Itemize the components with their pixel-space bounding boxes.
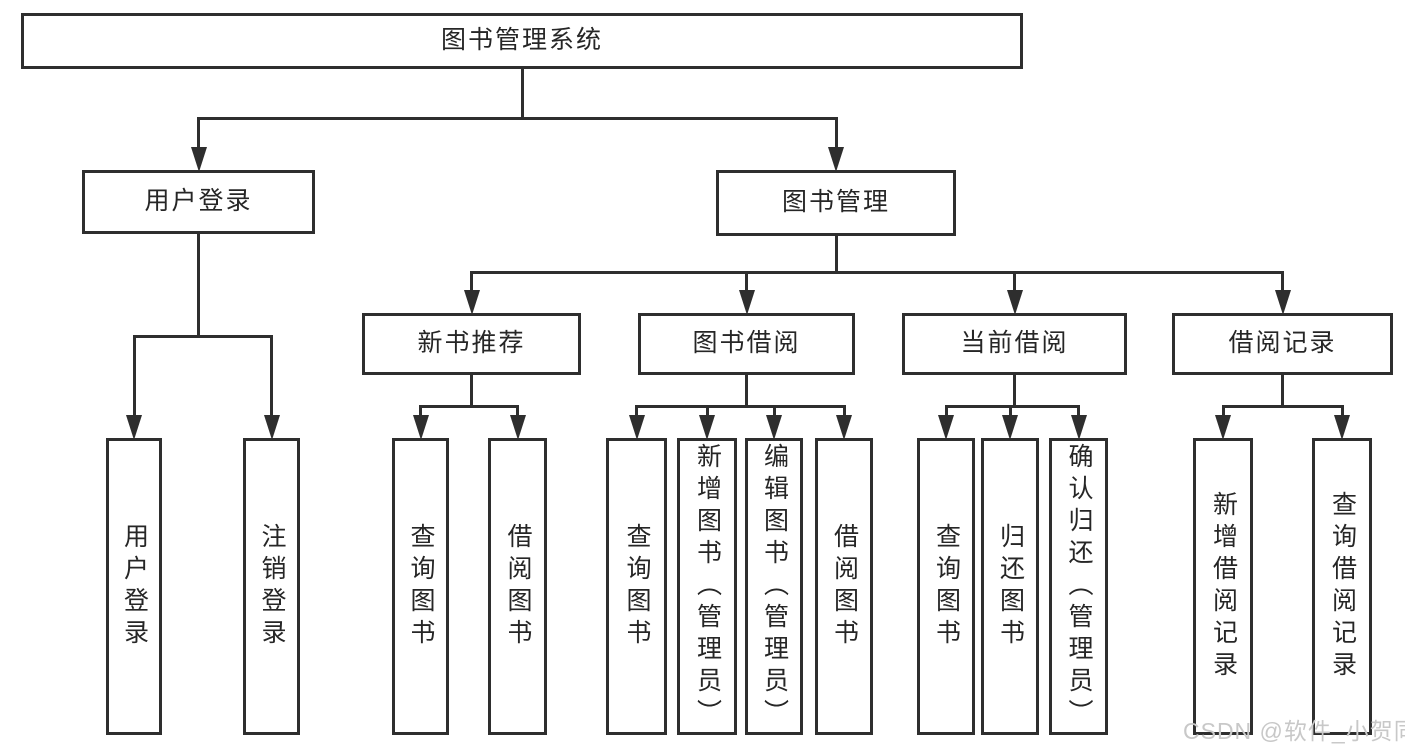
connector-drop-leaf-add-record — [1221, 405, 1225, 418]
node-label-leaf-borrow-book-1: 借阅图书 — [504, 522, 532, 651]
connector-drop-user-login — [197, 117, 200, 150]
node-root: 图书管理系统 — [21, 13, 1023, 69]
connector-drop-current-borrow — [1013, 271, 1016, 293]
node-label-user-login: 用户登录 — [144, 187, 253, 216]
node-label-leaf-user-login: 用户登录 — [120, 522, 149, 651]
node-book-borrow: 图书借阅 — [638, 313, 855, 375]
connector-stem-borrow-records — [1281, 375, 1284, 408]
arrowhead-leaf-borrow-book-2 — [836, 415, 852, 440]
node-label-leaf-add-book: 新增图书（管理员） — [693, 442, 722, 731]
connector-drop-book-borrow — [745, 271, 748, 293]
node-label-leaf-query-book-1: 查询图书 — [407, 522, 435, 651]
connector-stem-new-book-recommend — [470, 375, 473, 408]
node-label-leaf-return-book: 归还图书 — [996, 522, 1025, 651]
node-leaf-query-book-3: 查询图书 — [917, 438, 975, 735]
node-label-leaf-borrow-book-2: 借阅图书 — [830, 522, 859, 651]
connector-drop-leaf-query-book-3 — [944, 405, 948, 418]
node-leaf-query-book-1: 查询图书 — [392, 438, 449, 735]
node-label-leaf-edit-book: 编辑图书（管理员） — [760, 442, 789, 731]
node-leaf-logout: 注销登录 — [243, 438, 300, 735]
arrowhead-new-book-recommend — [463, 290, 480, 315]
arrowhead-borrow-records — [1274, 290, 1291, 315]
connector-drop-leaf-confirm-return — [1077, 405, 1080, 418]
csdn-watermark: CSDN @软件_小贺同学 — [1183, 718, 1405, 744]
connector-drop-leaf-query-book-1 — [419, 405, 422, 418]
node-leaf-borrow-book-1: 借阅图书 — [488, 438, 547, 735]
arrowhead-book-borrow — [738, 290, 755, 315]
arrowhead-current-borrow — [1006, 290, 1023, 315]
node-label-book-borrow: 图书借阅 — [692, 329, 801, 358]
connector-drop-leaf-user-login — [132, 335, 136, 418]
arrowhead-user-login — [190, 147, 207, 172]
node-label-leaf-logout: 注销登录 — [258, 522, 286, 651]
connector-drop-leaf-logout — [270, 335, 273, 418]
node-label-book-mgmt: 图书管理 — [781, 188, 890, 217]
node-label-leaf-confirm-return: 确认归还（管理员） — [1065, 442, 1093, 731]
connector-rail-root — [197, 117, 838, 120]
node-label-current-borrow: 当前借阅 — [960, 329, 1069, 358]
connector-rail-user-login — [132, 335, 273, 338]
arrowhead-leaf-add-record — [1215, 415, 1231, 440]
node-leaf-query-book-2: 查询图书 — [606, 438, 667, 735]
connector-rail-book-mgmt — [470, 271, 1284, 274]
arrowhead-leaf-add-book — [699, 415, 715, 440]
connector-stem-current-borrow — [1013, 375, 1016, 408]
node-leaf-return-book: 归还图书 — [981, 438, 1039, 735]
node-label-leaf-query-book-2: 查询图书 — [623, 522, 651, 651]
node-leaf-confirm-return: 确认归还（管理员） — [1049, 438, 1108, 735]
arrowhead-leaf-logout — [263, 415, 280, 440]
connector-drop-leaf-edit-book — [772, 405, 776, 418]
connector-drop-book-mgmt — [834, 117, 838, 150]
connector-stem-user-login — [197, 234, 200, 338]
arrowhead-leaf-borrow-book-1 — [509, 415, 526, 440]
connector-drop-leaf-query-record — [1340, 405, 1344, 418]
node-borrow-records: 借阅记录 — [1172, 313, 1393, 375]
arrowhead-leaf-return-book — [1002, 415, 1018, 440]
arrowhead-leaf-query-record — [1334, 415, 1350, 440]
node-new-book-recommend: 新书推荐 — [362, 313, 581, 375]
connector-drop-leaf-borrow-book-2 — [842, 405, 846, 418]
connector-drop-leaf-query-book-2 — [635, 405, 638, 418]
node-leaf-borrow-book-2: 借阅图书 — [815, 438, 873, 735]
arrowhead-leaf-query-book-2 — [628, 415, 645, 440]
connector-rail-book-borrow — [635, 405, 846, 408]
connector-drop-leaf-return-book — [1008, 405, 1012, 418]
node-user-login: 用户登录 — [82, 170, 315, 234]
node-book-mgmt: 图书管理 — [716, 170, 956, 236]
connector-drop-leaf-add-book — [705, 405, 709, 418]
arrowhead-leaf-edit-book — [766, 415, 782, 440]
node-label-root: 图书管理系统 — [440, 26, 603, 55]
node-leaf-add-book: 新增图书（管理员） — [677, 438, 737, 735]
node-label-leaf-query-record: 查询借阅记录 — [1328, 490, 1357, 683]
arrowhead-book-mgmt — [828, 147, 844, 172]
arrowhead-leaf-query-book-3 — [938, 415, 954, 440]
connector-stem-book-borrow — [745, 375, 748, 408]
node-leaf-edit-book: 编辑图书（管理员） — [745, 438, 803, 735]
connector-drop-borrow-records — [1281, 271, 1284, 293]
connector-drop-leaf-borrow-book-1 — [516, 405, 519, 418]
node-label-leaf-query-book-3: 查询图书 — [932, 522, 961, 651]
node-label-borrow-records: 借阅记录 — [1228, 329, 1337, 358]
arrowhead-leaf-user-login — [126, 415, 142, 440]
node-current-borrow: 当前借阅 — [902, 313, 1127, 375]
connector-stem-book-mgmt — [834, 236, 838, 274]
connector-rail-borrow-records — [1221, 405, 1344, 408]
node-leaf-add-record: 新增借阅记录 — [1193, 438, 1253, 735]
connector-rail-new-book-recommend — [419, 405, 519, 408]
arrowhead-leaf-query-book-1 — [412, 415, 429, 440]
node-label-leaf-add-record: 新增借阅记录 — [1209, 490, 1238, 683]
arrowhead-leaf-confirm-return — [1070, 415, 1087, 440]
node-leaf-query-record: 查询借阅记录 — [1312, 438, 1372, 735]
connector-rail-current-borrow — [944, 405, 1080, 408]
connector-drop-new-book-recommend — [470, 271, 473, 293]
node-leaf-user-login: 用户登录 — [106, 438, 162, 735]
node-label-new-book-recommend: 新书推荐 — [417, 329, 526, 358]
connector-stem-root — [520, 69, 524, 120]
